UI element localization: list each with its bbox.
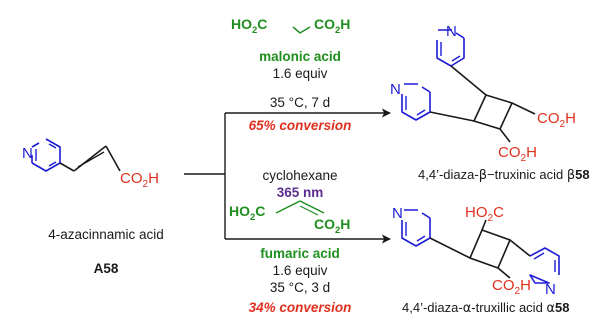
bottom-conversion: 34% conversion [249,300,352,315]
top-reagent-chain [292,26,311,34]
bottom-conditions: 35 °C, 3 d [270,280,330,295]
bottom-product-structure: N N HO2C CO2H [392,204,560,298]
start-pyridine-ring [31,138,61,172]
top-conversion: 65% conversion [249,118,352,133]
top-product-acid-right: CO2H [537,110,576,130]
start-structure: N CO2H [22,138,159,190]
bottom-product-name: 4,4’-diaza-α-truxillic acid α58 [402,300,569,316]
bottom-reagent-name: fumaric acid [260,246,340,261]
bottom-product-pyridine-upper [401,209,431,247]
start-code: A58 [94,261,119,276]
top-product-pyridine-left [401,83,431,121]
solvent-label: cyclohexane [262,168,337,183]
top-product-n-lower: N [390,81,401,98]
forked-arrow [184,108,391,244]
top-reagent-structure: HO2C CO2H [231,16,350,36]
bottom-reagent-chain [275,200,325,216]
top-product-name: 4,4’-diaza-β−truxinic acid β58 [418,167,590,183]
start-n-label: N [22,145,33,162]
bottom-product-n-lower: N [545,281,556,298]
start-name: 4-azacinnamic acid [48,227,164,242]
top-reagent-acid-right: CO2H [314,16,350,36]
start-acid-label: CO2H [120,170,159,190]
bottom-reagent-acid-right: CO2H [314,216,350,236]
bottom-product-acid-top: HO2C [465,204,504,224]
top-reagent-name: malonic acid [259,49,341,64]
top-equiv: 1.6 equiv [273,66,328,81]
bottom-product-pyridine-lower [529,247,560,284]
top-product-structure: N N CO2H CO2H [390,23,576,164]
top-product-cyclobutane [429,65,536,143]
start-vinyl-chain [59,145,121,172]
bottom-equiv: 1.6 equiv [273,263,328,278]
bottom-reagent-acid-left: HO2C [229,203,265,223]
top-conditions: 35 °C, 7 d [270,95,330,110]
top-product-n-upper: N [446,23,457,40]
bottom-product-cyclobutane [429,219,531,279]
bottom-reagent-structure: HO2C CO2H [229,200,350,236]
bottom-product-acid-bottom: CO2H [492,277,531,297]
bottom-product-n-upper: N [392,205,403,222]
top-product-acid-bottom: CO2H [498,144,537,164]
light-label: 365 nm [277,185,324,200]
top-reagent-acid-left: HO2C [231,16,267,36]
